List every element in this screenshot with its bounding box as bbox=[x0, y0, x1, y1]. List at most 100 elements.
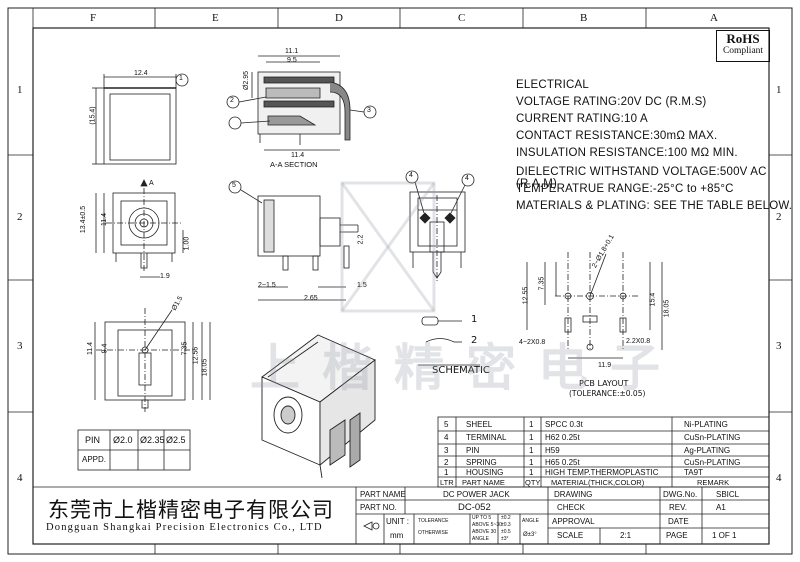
parts-row4-name: TERMINAL bbox=[466, 433, 507, 442]
dim-section-height: Ø2.95 bbox=[243, 70, 251, 91]
balloon-4a: 4 bbox=[409, 172, 413, 179]
tb-tol-row-3: ABOVE 30 bbox=[472, 529, 497, 535]
parts-header-remark: REMARK bbox=[697, 478, 730, 487]
rohs-subtitle: Compliant bbox=[722, 46, 764, 56]
spec-insulation: INSULATION RESISTANCE:100 MΩ MIN. bbox=[516, 147, 738, 159]
parts-row5-name: SHEEL bbox=[466, 420, 493, 429]
dim-side-a: 2−1.5 bbox=[258, 282, 276, 289]
dim-pcb-bottom: 11.9 bbox=[598, 362, 612, 369]
tb-part-name: DC POWER JACK bbox=[443, 490, 510, 499]
parts-row2-name: SPRING bbox=[466, 458, 497, 467]
parts-row1-ltr: 1 bbox=[444, 468, 449, 477]
tb-dwg: SBICL bbox=[716, 490, 740, 499]
inner-border bbox=[32, 27, 770, 545]
balloon-4b: 4 bbox=[465, 175, 469, 182]
spec-contact-resistance: CONTACT RESISTANCE:30mΩ MAX. bbox=[516, 130, 718, 142]
dim-section-bottom: 11.4 bbox=[291, 152, 305, 159]
zone-row-3: 3 bbox=[17, 340, 23, 352]
tb-scale-label: SCALE bbox=[557, 531, 584, 540]
balloon-1: 1 bbox=[179, 75, 183, 82]
dim-side-b: 1.5 bbox=[357, 282, 367, 289]
schematic-label: SCHEMATIC bbox=[432, 365, 490, 376]
dim-front-width: 12.4 bbox=[134, 70, 148, 77]
parts-header-ltr: LTR bbox=[440, 478, 454, 487]
outer-border bbox=[7, 7, 793, 555]
zone-ticks bbox=[8, 8, 792, 554]
iso-view bbox=[261, 334, 376, 479]
parts-row5-qty: 1 bbox=[529, 420, 534, 429]
zone-row-1-right: 1 bbox=[776, 84, 782, 96]
dim-pcb-slot2: 2.2X0.8 bbox=[626, 338, 651, 345]
parts-row5-material: SPCC 0.3t bbox=[545, 420, 583, 429]
pin-table-header: PIN bbox=[85, 435, 101, 445]
tb-date-label: DATE bbox=[668, 517, 689, 526]
dim-pcb-c: 15.4 bbox=[649, 292, 657, 307]
parts-row2-qty: 1 bbox=[529, 458, 534, 467]
zone-col-c: C bbox=[458, 12, 466, 24]
tb-tol-row-2: ABOVE 5~30 bbox=[472, 522, 502, 528]
tb-tol-row-1-val: ±0.2 bbox=[501, 515, 511, 521]
dim-pcb-a: 12.55 bbox=[522, 286, 530, 305]
parts-row4-material: H62 0.25t bbox=[545, 433, 580, 442]
tb-angle-value: Ø±3° bbox=[523, 532, 537, 538]
parts-row5-remark: Ni-PLATING bbox=[684, 420, 728, 429]
tb-unit-label: UNIT : bbox=[386, 517, 409, 526]
parts-row4-qty: 1 bbox=[529, 433, 534, 442]
zone-row-3-right: 3 bbox=[776, 340, 782, 352]
top-small-view bbox=[405, 170, 475, 282]
parts-row2-ltr: 2 bbox=[444, 458, 449, 467]
zone-col-a: A bbox=[710, 12, 718, 24]
section-mark-top: A bbox=[149, 180, 154, 187]
side-view bbox=[228, 180, 359, 301]
tb-check-label: CHECK bbox=[557, 503, 586, 512]
parts-row3-ltr: 3 bbox=[444, 446, 449, 455]
tb-scale: 2:1 bbox=[620, 531, 632, 540]
tb-part-name-label: PART NAME bbox=[360, 490, 406, 499]
parts-header-name: PART NAME bbox=[462, 478, 505, 487]
tb-angle-label: ANGLE bbox=[522, 518, 539, 524]
tb-tol-row-4: ANGLE bbox=[472, 536, 489, 542]
dim-section-width2: 9.5 bbox=[287, 57, 297, 64]
spec-voltage: VOLTAGE RATING:20V DC (R.M.S) bbox=[516, 96, 707, 108]
tb-rev-label: REV. bbox=[669, 503, 687, 512]
parts-row3-remark: Ag-PLATING bbox=[684, 446, 731, 455]
tb-tolerance-label: TOLERANCE bbox=[418, 518, 449, 524]
dim-bottom-c: 7.35 bbox=[181, 341, 189, 356]
front-view bbox=[92, 73, 189, 165]
section-view bbox=[226, 55, 377, 151]
company-name-cn: 东莞市上楷精密电子有限公司 bbox=[48, 498, 334, 522]
pin-table-d25: Ø2.5 bbox=[166, 435, 186, 445]
rohs-badge: RoHS Compliant bbox=[716, 30, 770, 62]
spec-materials: MATERIALS & PLATING: SEE THE TABLE BELOW… bbox=[516, 200, 793, 212]
tb-part-no-label: PART NO. bbox=[360, 503, 397, 512]
pin-table-appd: APPD. bbox=[82, 455, 107, 464]
parts-row5-ltr: 5 bbox=[444, 420, 449, 429]
dim-side-c: 2.65 bbox=[304, 295, 318, 302]
zone-col-e: E bbox=[212, 12, 219, 24]
zone-col-d: D bbox=[335, 12, 343, 24]
pcb-layout bbox=[526, 252, 663, 359]
tb-dwg-label: DWG.No. bbox=[663, 490, 698, 499]
parts-row2-remark: CuSn-PLATING bbox=[684, 458, 741, 467]
parts-header-qty: QTY bbox=[525, 478, 541, 487]
zone-col-b: B bbox=[580, 12, 588, 24]
dim-bottom-b: 9.4 bbox=[101, 343, 109, 354]
parts-row4-ltr: 4 bbox=[444, 433, 449, 442]
rohs-title: RoHS bbox=[726, 31, 760, 46]
parts-row4-remark: CuSn-PLATING bbox=[684, 433, 741, 442]
tb-otherwise-label: OTHERWISE bbox=[418, 530, 449, 536]
parts-header-material: MATERIAL(THICK,COLOR) bbox=[551, 478, 645, 487]
dim-pcb-d: 18.05 bbox=[663, 299, 671, 318]
tb-tol-row-3-val: ±0.5 bbox=[501, 529, 511, 535]
dim-section-width1: 11.1 bbox=[285, 48, 299, 55]
dim-front-height: (15.4) bbox=[89, 106, 97, 125]
tb-approval-label: APPROVAL bbox=[552, 517, 595, 526]
parts-row3-name: PIN bbox=[466, 446, 480, 455]
pin-table-d20: Ø2.0 bbox=[113, 435, 133, 445]
tb-page-label: PAGE bbox=[666, 531, 688, 540]
dim-pcb-slot1: 4−2X0.8 bbox=[519, 339, 546, 346]
tb-unit: mm bbox=[390, 531, 404, 540]
tb-drawing-label: DRAWING bbox=[554, 490, 593, 499]
tb-part-no: DC-052 bbox=[458, 502, 491, 513]
title-block-grid bbox=[33, 486, 769, 544]
